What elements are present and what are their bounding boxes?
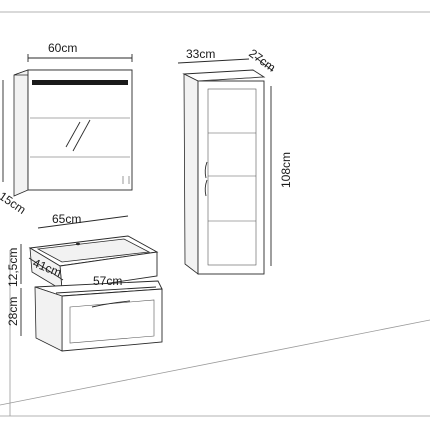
dimension-mirror-width: 60cm <box>27 41 133 62</box>
room-outline <box>0 11 430 417</box>
handle-icon <box>204 161 208 179</box>
label-tall-height: 108cm <box>279 152 293 188</box>
label-cabinet-height: 28cm <box>6 297 20 326</box>
mirror-glass-icon <box>65 119 91 152</box>
tall-cabinet <box>182 69 266 275</box>
label-cabinet-width: 57cm <box>93 274 122 288</box>
label-basin-height: 12,5cm <box>6 248 20 287</box>
dimension-cabinet-width: 57cm <box>55 274 157 294</box>
handle-icon <box>91 300 131 308</box>
vanity-cabinet <box>34 280 163 352</box>
dimension-basin-height: 12,5cm <box>6 244 22 287</box>
label-basin-width: 65cm <box>52 212 81 226</box>
dimension-cabinet-height: 28cm <box>6 288 22 336</box>
mirror-cabinet <box>13 69 133 197</box>
label-mirror-width: 60cm <box>48 41 77 55</box>
dimension-tall-height: 108cm <box>270 86 293 266</box>
label-tall-width: 33cm <box>186 47 215 61</box>
mirror-light-strip <box>32 80 128 85</box>
handle-icon <box>204 179 208 197</box>
dimension-tall-width: 33cm <box>177 47 250 64</box>
dimension-basin-width: 65cm <box>37 212 129 229</box>
